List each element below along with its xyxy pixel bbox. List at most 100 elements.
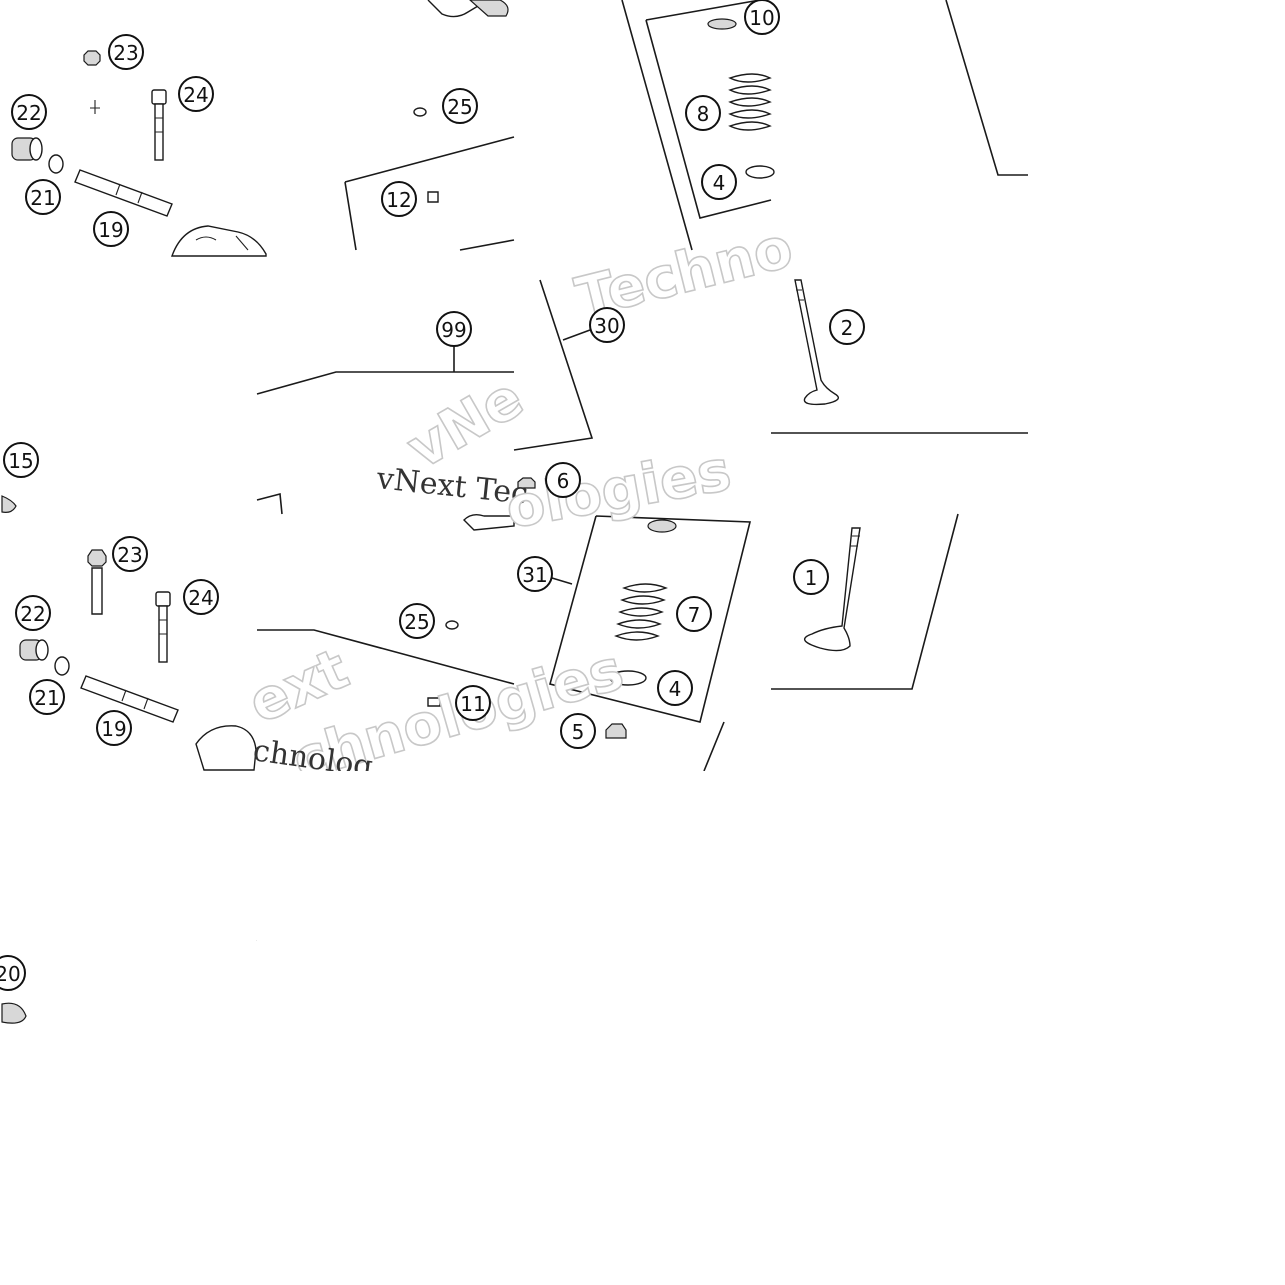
spring-7 <box>614 583 668 641</box>
callout-number: 1 <box>805 566 818 590</box>
washer-25-bottom <box>445 620 459 630</box>
tile-valve-1 <box>771 513 959 690</box>
callout-25: 25 <box>399 603 435 639</box>
callout-number: 25 <box>404 610 429 634</box>
tile-rocker-top <box>11 0 515 257</box>
callout-number: 2 <box>841 316 854 340</box>
callout-number: 19 <box>101 717 126 741</box>
callout-24: 24 <box>178 76 214 112</box>
callout-circle <box>436 311 472 347</box>
callout-19: 19 <box>93 211 129 247</box>
bolt-24-bottom <box>155 591 171 663</box>
callout-4: 4 <box>701 164 737 200</box>
oring-21-bottom <box>54 656 70 676</box>
callout-circle <box>455 685 491 721</box>
valve-2 <box>794 279 839 406</box>
callout-number: 21 <box>34 686 59 710</box>
group-frame-30 <box>621 0 772 251</box>
group-frame-2 <box>771 0 1028 434</box>
callout-23: 23 <box>108 34 144 70</box>
callout-22: 22 <box>15 595 51 631</box>
callout-circle <box>96 710 132 746</box>
sleeve-11 <box>427 697 441 707</box>
group-frame-1 <box>771 513 959 690</box>
callout-2: 2 <box>829 309 865 345</box>
callout-7: 7 <box>676 596 712 632</box>
callout-4: 4 <box>657 670 693 706</box>
callout-number: 6 <box>557 469 570 493</box>
callout-circle <box>108 34 144 70</box>
callout-number: 11 <box>460 692 485 716</box>
group-frame-11 <box>257 629 515 685</box>
callout-circle <box>545 462 581 498</box>
rocker-arm-bottom-2 <box>463 513 515 531</box>
shaft-19-top <box>74 169 173 217</box>
callout-circle <box>178 76 214 112</box>
valve-1 <box>803 527 861 652</box>
callout-21: 21 <box>29 679 65 715</box>
nut-23-top <box>83 50 101 66</box>
rocker-arm-top-2 <box>427 0 489 18</box>
callout-circle <box>381 181 417 217</box>
callout-circle <box>676 596 712 632</box>
callout-number: 20 <box>0 962 21 986</box>
callout-number: 19 <box>98 218 123 242</box>
callout-99: 99 <box>436 311 472 347</box>
callout-circle <box>442 88 478 124</box>
callout-10: 10 <box>744 0 780 35</box>
callout-number: 30 <box>594 314 619 338</box>
callout-circle <box>744 0 780 35</box>
callout-number: 10 <box>749 6 774 30</box>
callout-circle <box>685 95 721 131</box>
callout-number: 21 <box>30 186 55 210</box>
pin-23-bottom <box>91 567 103 615</box>
group-frame-12 <box>344 136 515 251</box>
tile-rocker-bottom <box>19 513 515 771</box>
callout-number: 31 <box>522 563 547 587</box>
shaft-19-bottom <box>80 675 179 723</box>
callout-19: 19 <box>96 710 132 746</box>
bushing-22-top <box>11 137 43 161</box>
valve-seal-6 <box>517 477 536 489</box>
callout-circle <box>657 670 693 706</box>
callout-circle <box>11 94 47 130</box>
callout-24: 24 <box>183 579 219 615</box>
callout-number: 22 <box>20 602 45 626</box>
callout-circle <box>701 164 737 200</box>
callout-circle <box>3 442 39 478</box>
callout-number: 25 <box>447 95 472 119</box>
callout-20: 20 <box>0 955 26 991</box>
callout-22: 22 <box>11 94 47 130</box>
callout-number: 7 <box>688 603 701 627</box>
retainer-9 <box>647 519 677 533</box>
part-20 <box>1 1002 27 1024</box>
callout-number: 12 <box>386 188 411 212</box>
callout-circle <box>399 603 435 639</box>
spring-8 <box>728 73 772 131</box>
callout-23: 23 <box>112 536 148 572</box>
nut-23-bottom <box>87 549 107 567</box>
callout-circle <box>517 556 553 592</box>
callout-circle <box>29 679 65 715</box>
part-15 <box>1 495 17 513</box>
callout-21: 21 <box>25 179 61 215</box>
leader-99 <box>256 345 514 395</box>
callout-15: 15 <box>3 442 39 478</box>
tile-valve-spring-top <box>256 0 775 451</box>
leader-30 <box>513 279 594 451</box>
callout-number: 5 <box>572 720 585 744</box>
callout-circle <box>183 579 219 615</box>
callout-11: 11 <box>455 685 491 721</box>
group-frame-31 <box>549 515 752 772</box>
callout-5: 5 <box>560 713 596 749</box>
callout-circle <box>15 595 51 631</box>
watermark-ologies: ologies <box>501 438 736 541</box>
callout-number: 23 <box>113 41 138 65</box>
callout-number: 24 <box>188 586 213 610</box>
callout-circle <box>793 559 829 595</box>
tile-valve-spring-bottom <box>517 477 752 772</box>
